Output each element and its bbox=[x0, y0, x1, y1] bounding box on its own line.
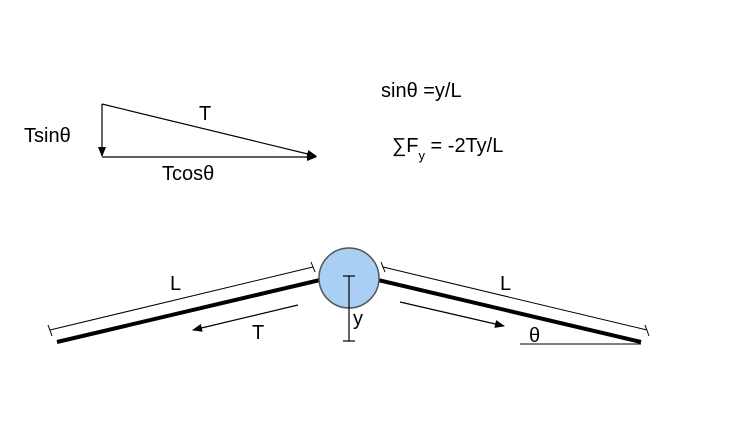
right-tension-arrow bbox=[399, 301, 505, 328]
sine-relation-equation: sinθ =y/L bbox=[381, 80, 462, 102]
displacement-label: y bbox=[353, 308, 363, 330]
vector-triangle: T Tsinθ Tcosθ bbox=[24, 103, 317, 185]
force-sum-equation: ∑Fy = -2Ty/L bbox=[392, 135, 503, 163]
left-string bbox=[56, 278, 321, 344]
string-system: L L T θ y bbox=[47, 247, 650, 347]
force-sum-symbol: ∑F bbox=[392, 135, 418, 157]
tension-vector-hypotenuse bbox=[101, 103, 317, 158]
displacement-indicator bbox=[343, 275, 355, 342]
tension-label: T bbox=[252, 322, 264, 344]
hypotenuse-label: T bbox=[199, 103, 211, 125]
angle-label: θ bbox=[529, 325, 540, 347]
left-length-label: L bbox=[170, 273, 181, 295]
horizontal-component-label: Tcosθ bbox=[162, 163, 214, 185]
right-string bbox=[377, 278, 642, 344]
force-sum-subscript: y bbox=[418, 148, 425, 163]
vertical-component-label: Tsinθ bbox=[24, 125, 71, 147]
left-tension-arrow bbox=[192, 304, 299, 332]
force-sum-rhs: = -2Ty/L bbox=[425, 135, 503, 157]
right-length-dimension bbox=[380, 261, 650, 337]
right-length-label: L bbox=[500, 273, 511, 295]
equations: sinθ =y/L ∑Fy = -2Ty/L bbox=[381, 80, 503, 163]
left-length-dimension bbox=[47, 261, 316, 337]
